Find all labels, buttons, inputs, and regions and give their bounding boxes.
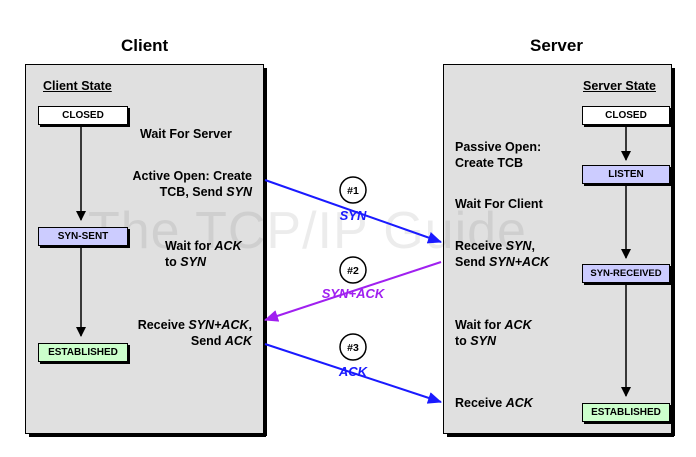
client-state-heading: Client State <box>43 79 112 93</box>
watermark: The TCP/IP Guide <box>88 202 527 260</box>
synack-message-arrow <box>264 261 442 322</box>
client-panel <box>25 64 267 437</box>
message-3-number: #3 <box>347 342 359 354</box>
server-note-passive-open: Passive Open: Create TCB <box>455 140 542 170</box>
server-state-closed: CLOSED <box>582 106 670 125</box>
server-state-syn-received: SYN-RECEIVED <box>582 264 670 283</box>
client-note-active-open: Active Open: Create TCB, Send SYN <box>132 169 252 199</box>
server-note-receive-ack: Receive ACK <box>455 396 533 410</box>
client-title: Client <box>121 36 169 55</box>
server-note-wait-client: Wait For Client <box>455 197 543 211</box>
client-note-wait-server: Wait For Server <box>140 127 232 141</box>
client-note-wait-ack: Wait for ACK to SYN <box>165 239 242 269</box>
server-panel <box>443 64 675 437</box>
message-2-label: SYN+ACK <box>322 286 386 301</box>
ack-message-arrow <box>264 343 442 404</box>
server-note-receive-syn: Receive SYN, Send SYN+ACK <box>455 239 550 269</box>
message-1-number: #1 <box>347 185 359 197</box>
server-state-heading: Server State <box>583 79 656 93</box>
message-3-badge <box>339 333 367 361</box>
client-state-closed: CLOSED <box>38 106 128 125</box>
client-note-receive-synack: Receive SYN+ACK, Send ACK <box>137 318 252 348</box>
server-state-listen: LISTEN <box>582 165 670 184</box>
message-2-badge <box>339 256 367 284</box>
message-2-number: #2 <box>347 265 359 277</box>
server-note-wait-ack: Wait for ACK to SYN <box>455 318 532 348</box>
client-state-syn-sent: SYN-SENT <box>38 227 128 246</box>
message-3-label: ACK <box>338 364 369 379</box>
server-title: Server <box>530 36 583 55</box>
message-1-label: SYN <box>340 208 367 223</box>
syn-message-arrow <box>264 179 442 244</box>
message-1-badge <box>339 176 367 204</box>
server-state-established: ESTABLISHED <box>582 403 670 422</box>
client-state-established: ESTABLISHED <box>38 343 128 362</box>
